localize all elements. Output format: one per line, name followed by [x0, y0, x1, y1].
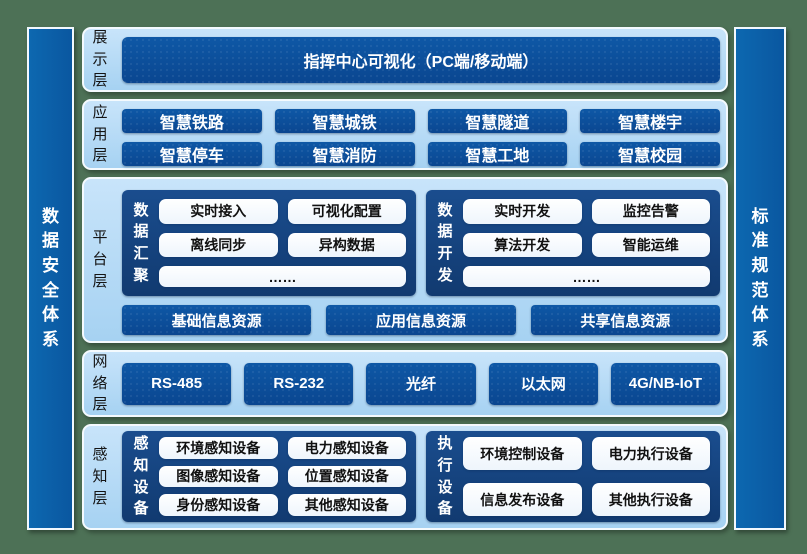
platform-box-visual-config: 可视化配置 — [287, 199, 406, 224]
layer-panel-network: 网络层 RS-485 RS-232 光纤 以太网 4G/NB-IoT — [82, 350, 728, 417]
platform-box-aggregation-more: …… — [159, 266, 406, 287]
layer-stack: 展示层 指挥中心可视化（PC端/移动端） 应用层 智慧铁路 智慧城铁 智慧隧道 … — [82, 27, 728, 530]
group-label-execution-devices: 执行设备 — [437, 435, 453, 518]
platform-box-hetero-data: 异构数据 — [287, 232, 406, 258]
layer-panel-platform: 平台层 数据汇聚 实时接入 可视化配置 离线同步 异构数据 …… — [82, 177, 728, 343]
platform-box-realtime-access: 实时接入 — [159, 199, 278, 224]
layer-label-network: 网络层 — [92, 352, 108, 414]
network-box-rs485: RS-485 — [122, 362, 232, 405]
app-box-smart-building: 智慧楼宇 — [580, 109, 720, 133]
resource-box-application-info: 应用信息资源 — [326, 305, 516, 335]
network-box-rs232: RS-232 — [244, 362, 354, 405]
layer-panel-display: 展示层 指挥中心可视化（PC端/移动端） — [82, 27, 728, 92]
resource-box-basic-info: 基础信息资源 — [122, 305, 312, 335]
layer-label-display: 展示层 — [92, 28, 108, 90]
layer-label-perception: 感知层 — [92, 446, 108, 507]
perception-box-power: 电力感知设备 — [287, 437, 406, 459]
app-box-smart-metro: 智慧城铁 — [274, 109, 415, 133]
app-box-smart-railway: 智慧铁路 — [122, 109, 262, 133]
app-box-smart-fire: 智慧消防 — [274, 142, 415, 166]
execution-box-power: 电力执行设备 — [591, 437, 710, 470]
group-execution-devices: 执行设备 环境控制设备 电力执行设备 信息发布设备 其他执行设备 — [426, 431, 720, 522]
pillar-standard-specification-label: 标准规范体系 — [751, 206, 769, 349]
resource-box-shared-info: 共享信息资源 — [530, 305, 720, 335]
group-label-data-development: 数据开发 — [437, 201, 453, 284]
network-box-4g-nbiot: 4G/NB-IoT — [610, 362, 721, 405]
layer-panel-perception: 感知层 感知设备 环境感知设备 电力感知设备 图像感知设备 位置感知设备 身份感… — [82, 424, 728, 530]
pillar-data-security-label: 数据安全体系 — [41, 206, 59, 349]
layer-label-application: 应用层 — [92, 103, 108, 165]
execution-box-info-publish: 信息发布设备 — [463, 483, 582, 516]
platform-box-offline-sync: 离线同步 — [159, 232, 278, 258]
platform-box-intelligent-ops: 智能运维 — [591, 232, 710, 258]
layer-panel-application: 应用层 智慧铁路 智慧城铁 智慧隧道 智慧楼宇 智慧停车 智慧消防 智慧工地 智… — [82, 99, 728, 170]
platform-box-development-more: …… — [463, 266, 710, 287]
perception-box-environment: 环境感知设备 — [159, 437, 278, 459]
app-box-smart-campus: 智慧校园 — [580, 142, 720, 166]
perception-box-image: 图像感知设备 — [159, 465, 278, 488]
platform-box-monitor-alert: 监控告警 — [591, 199, 710, 224]
execution-box-environment-control: 环境控制设备 — [463, 437, 582, 470]
execution-box-other: 其他执行设备 — [591, 483, 710, 516]
app-box-smart-tunnel: 智慧隧道 — [427, 109, 568, 133]
pillar-data-security: 数据安全体系 — [27, 27, 74, 530]
display-command-center-box: 指挥中心可视化（PC端/移动端） — [122, 36, 720, 83]
network-box-fiber: 光纤 — [366, 362, 476, 405]
app-box-smart-site: 智慧工地 — [427, 142, 568, 166]
group-label-data-aggregation: 数据汇聚 — [133, 201, 149, 284]
group-data-development: 数据开发 实时开发 监控告警 算法开发 智能运维 …… — [426, 190, 720, 296]
perception-box-other: 其他感知设备 — [287, 494, 406, 516]
network-box-ethernet: 以太网 — [488, 362, 598, 405]
group-label-perception-devices: 感知设备 — [133, 435, 149, 518]
platform-box-algorithm-dev: 算法开发 — [463, 232, 582, 258]
pillar-standard-specification: 标准规范体系 — [734, 27, 786, 530]
app-box-smart-parking: 智慧停车 — [122, 142, 262, 166]
group-perception-devices: 感知设备 环境感知设备 电力感知设备 图像感知设备 位置感知设备 身份感知设备 … — [122, 431, 416, 522]
group-data-aggregation: 数据汇聚 实时接入 可视化配置 离线同步 异构数据 …… — [122, 190, 416, 296]
platform-box-realtime-dev: 实时开发 — [463, 199, 582, 224]
perception-box-identity: 身份感知设备 — [159, 494, 278, 516]
layer-label-platform: 平台层 — [92, 229, 108, 290]
perception-box-location: 位置感知设备 — [287, 465, 406, 488]
